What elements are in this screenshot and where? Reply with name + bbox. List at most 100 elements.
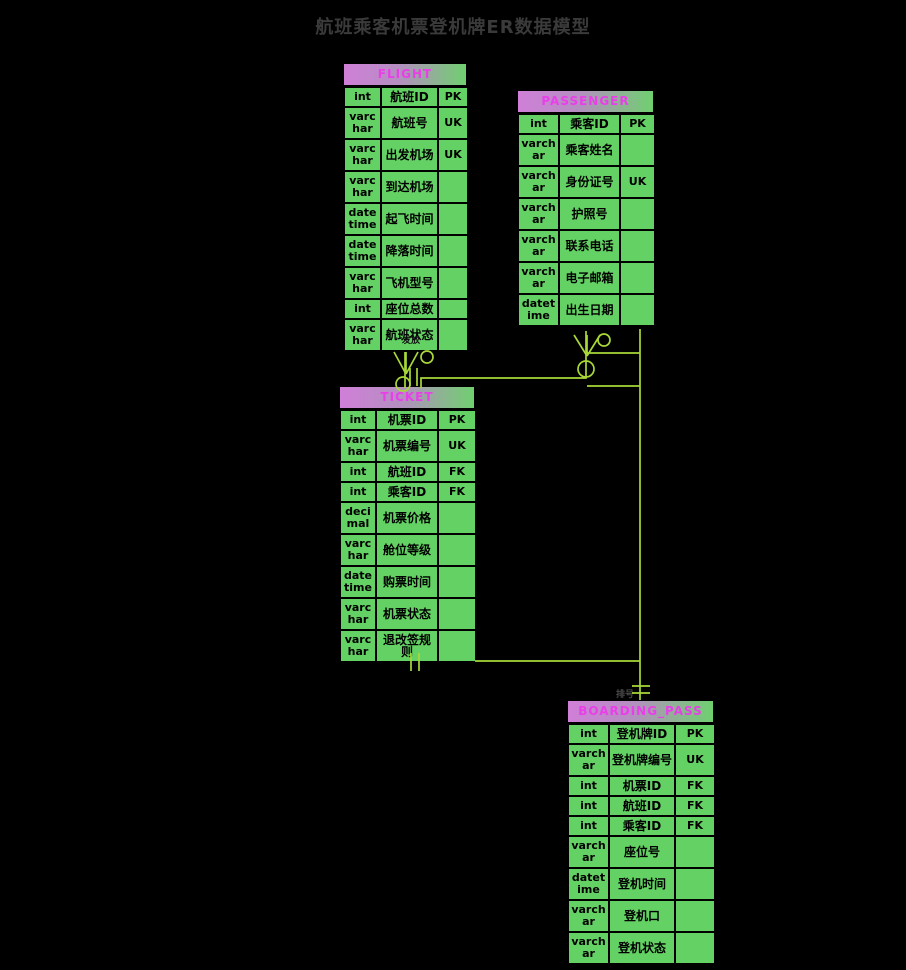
attr-type: varchar [343, 318, 382, 352]
attr-name: 登机时间 [608, 867, 676, 901]
attr-name: 出生日期 [558, 293, 621, 327]
attr-key: UK [674, 743, 716, 777]
attr-type: varchar [567, 931, 610, 965]
attr-key: UK [619, 165, 656, 199]
attr-type: int [567, 815, 610, 837]
diagram-title: 航班乘客机票登机牌ER数据模型 [315, 17, 591, 38]
attr-key [619, 293, 656, 327]
attr-type: varchar [517, 229, 560, 263]
attr-key [619, 261, 656, 295]
attr-key: FK [674, 795, 716, 817]
attr-name: 机票ID [375, 409, 439, 431]
attr-type: int [517, 113, 560, 135]
attr-name: 登机牌ID [608, 723, 676, 745]
entity-passenger-header[interactable]: PASSENGER [517, 90, 654, 113]
relationship-label-flight-ticket: 发放 [402, 336, 421, 346]
attr-name: 电子邮箱 [558, 261, 621, 295]
attr-type: int [567, 723, 610, 745]
attr-name: 乘客ID [375, 481, 439, 503]
attr-type: varchar [517, 197, 560, 231]
attr-type: varchar [339, 597, 377, 631]
attr-key [437, 202, 469, 236]
attr-type: varchar [517, 165, 560, 199]
attr-name: 登机牌编号 [608, 743, 676, 777]
entity-boarding-pass-header[interactable]: BOARDING_PASS [567, 700, 714, 723]
attr-type: datetime [343, 234, 382, 268]
entity-flight-header[interactable]: FLIGHT [343, 63, 467, 86]
attr-type: int [343, 298, 382, 320]
attr-name: 航班ID [608, 795, 676, 817]
attr-type: datetime [339, 565, 377, 599]
attr-key [674, 931, 716, 965]
attr-name: 联系电话 [558, 229, 621, 263]
attr-name: 出发机场 [380, 138, 439, 172]
attr-type: int [567, 775, 610, 797]
attr-name: 登机状态 [608, 931, 676, 965]
attr-name: 航班号 [380, 106, 439, 140]
attr-key: UK [437, 429, 477, 463]
attr-key [619, 197, 656, 231]
attr-type: varchar [567, 835, 610, 869]
attr-key [437, 597, 477, 631]
attr-key: FK [674, 815, 716, 837]
attr-name: 机票编号 [375, 429, 439, 463]
attr-type: varchar [517, 261, 560, 295]
attr-name: 身份证号 [558, 165, 621, 199]
attr-name: 座位号 [608, 835, 676, 869]
attr-name: 护照号 [558, 197, 621, 231]
attr-key: FK [674, 775, 716, 797]
attr-key [437, 501, 477, 535]
attr-key [674, 867, 716, 901]
attr-key [674, 835, 716, 869]
attr-name: 舱位等级 [375, 533, 439, 567]
attr-key: UK [437, 106, 469, 140]
attr-type: decimal [339, 501, 377, 535]
attr-key [674, 899, 716, 933]
edge-passenger-boarding-pass [587, 329, 650, 700]
attr-name: 航班状态 [380, 318, 439, 352]
attr-name: 乘客姓名 [558, 133, 621, 167]
attr-key [437, 533, 477, 567]
attr-name: 机票价格 [375, 501, 439, 535]
attr-type: varchar [339, 533, 377, 567]
attr-name: 飞机型号 [380, 266, 439, 300]
entity-ticket-header[interactable]: TICKET [339, 386, 475, 409]
attr-name: 退改签规则 [375, 629, 439, 663]
attr-name: 登机口 [608, 899, 676, 933]
attr-key [619, 133, 656, 167]
attr-name: 机票ID [608, 775, 676, 797]
attr-name: 航班ID [380, 86, 439, 108]
attr-type: varchar [517, 133, 560, 167]
